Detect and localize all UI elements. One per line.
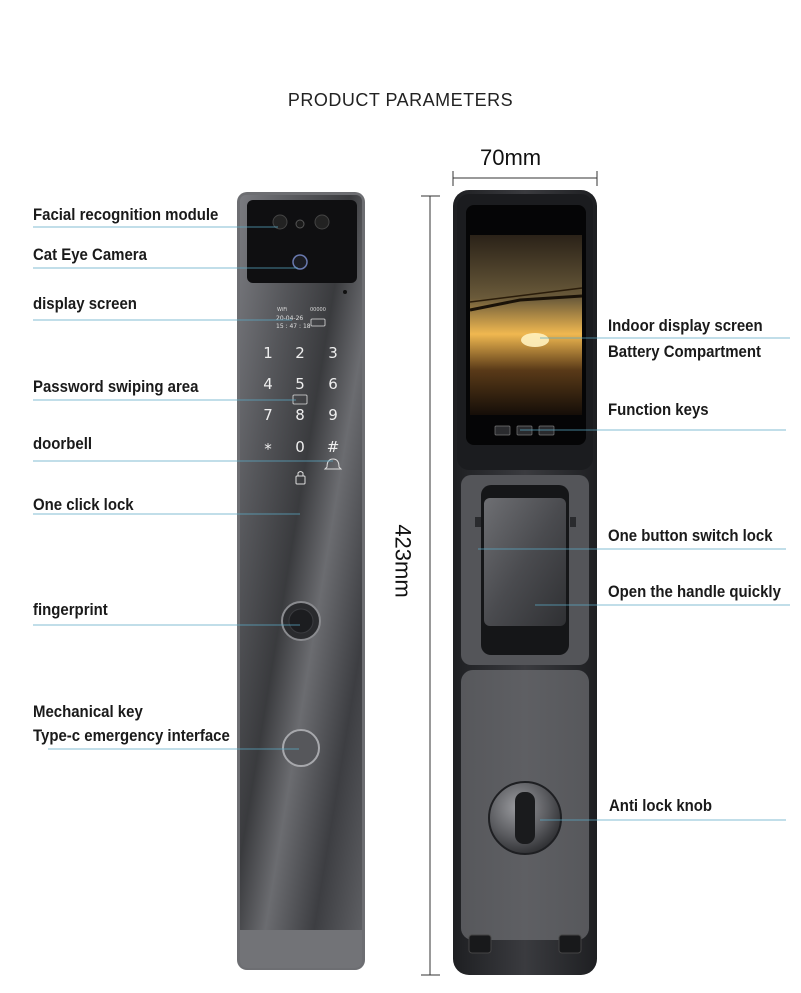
height-dimension: 423mm [390,524,416,598]
leader-lines [33,226,790,821]
label-anti-lock-knob: Anti lock knob [609,796,713,815]
facial-recognition-module [247,200,357,283]
label-function-keys: Function keys [608,400,709,419]
front-panel: WiFi 00000 20-04-26 15 : 47 : 18 1 2 3 4… [237,192,365,970]
label-doorbell: doorbell [33,434,93,453]
key-hash[interactable]: # [327,438,340,456]
cat-eye-camera-icon [292,254,308,270]
key-5[interactable]: 5 [295,375,305,393]
knob-grip [515,792,535,844]
one-click-lock-icon[interactable] [295,475,306,485]
function-key-home[interactable] [516,425,533,436]
label-indoor-display: Indoor display screen [608,316,763,335]
key-6[interactable]: 6 [328,375,338,393]
doorbell-icon[interactable] [323,458,343,470]
key-1[interactable]: 1 [263,344,273,362]
key-star[interactable]: * [264,440,272,458]
label-typec-interface: Type-c emergency interface [33,726,230,745]
key-0[interactable]: 0 [295,438,305,456]
screen-date-text: 20-04-26 [276,315,303,322]
label-cat-eye-camera: Cat Eye Camera [33,245,147,264]
label-password-area: Password swiping area [33,377,199,396]
key-9[interactable]: 9 [328,406,338,424]
label-battery-compartment: Battery Compartment [608,342,761,361]
page-title: PRODUCT PARAMETERS [287,90,514,110]
dimension-lines [421,171,598,976]
battery-icon [310,318,326,327]
screen-wifi-text: WiFi [277,307,287,313]
keypad: 1 2 3 4 5 6 7 8 9 * 0 # [263,344,339,458]
function-key-right[interactable] [538,425,555,436]
handle[interactable] [484,498,566,626]
key-2[interactable]: 2 [295,344,305,362]
label-mechanical-key: Mechanical key [33,702,143,721]
label-fingerprint: fingerprint [33,600,108,619]
width-dimension: 70mm [480,145,542,170]
function-key-left[interactable] [494,425,511,436]
back-panel [453,190,597,975]
password-area-icon [292,394,308,405]
label-facial-recognition: Facial recognition module [33,205,219,224]
screen-time-text: 15 : 47 : 18 [276,323,311,330]
key-cover[interactable] [282,729,320,767]
label-open-handle: Open the handle quickly [608,582,781,601]
label-display-screen: display screen [33,294,137,313]
label-one-click-lock: One click lock [33,495,134,514]
key-4[interactable]: 4 [263,375,273,393]
screen-brand-text: 00000 [310,307,326,313]
key-3[interactable]: 3 [328,344,338,362]
key-7[interactable]: 7 [263,406,273,424]
key-8[interactable]: 8 [295,406,305,424]
label-switch-lock: One button switch lock [608,526,773,545]
